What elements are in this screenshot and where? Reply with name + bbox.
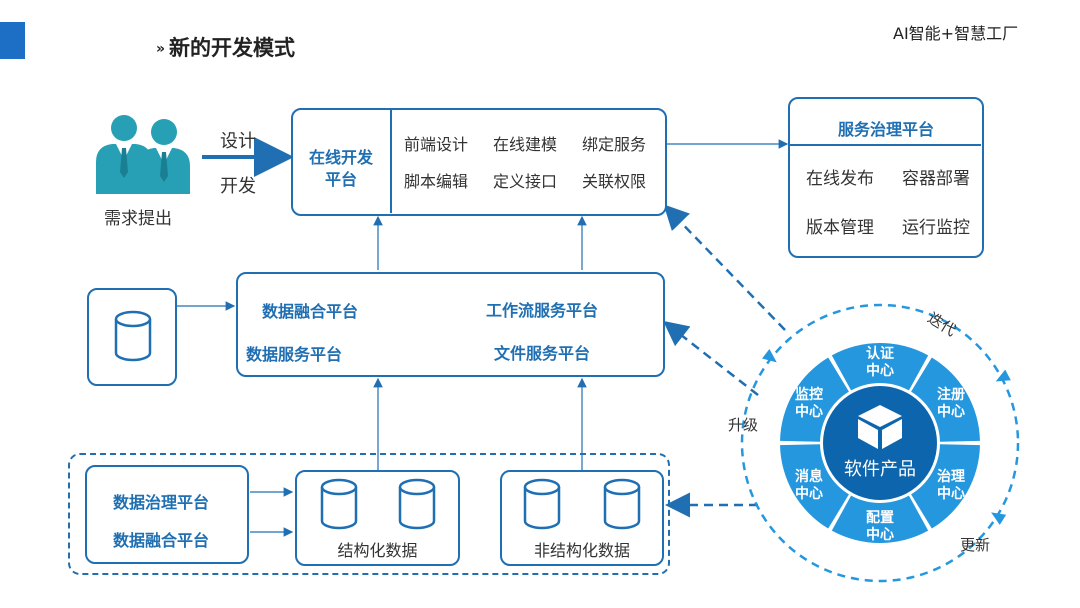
page-title: »新的开发模式 xyxy=(156,36,296,60)
online-item: 定义接口 xyxy=(493,172,558,191)
wheel-center xyxy=(823,386,937,500)
structured-data-box xyxy=(295,470,460,566)
wheel-segment-label: 中心 xyxy=(866,362,894,379)
cube-icon xyxy=(858,405,902,449)
wheel-segment xyxy=(911,444,980,529)
data-layer-container xyxy=(68,453,670,575)
ring-arrow xyxy=(762,349,777,363)
online-item: 关联权限 xyxy=(582,172,647,191)
database-icon xyxy=(398,478,436,530)
wheel-segment xyxy=(831,495,929,543)
online-item: 在线建模 xyxy=(493,135,558,154)
wheel-segment-label: 配置 xyxy=(866,509,894,526)
middle-item: 数据服务平台 xyxy=(246,345,343,364)
wheel-segment xyxy=(780,357,849,442)
governance-item: 运行监控 xyxy=(902,218,970,238)
wheel-segment-label: 治理 xyxy=(937,468,965,485)
governance-item: 版本管理 xyxy=(806,218,874,238)
data-governance-item: 数据治理平台 xyxy=(113,493,210,512)
data-governance-box xyxy=(85,465,249,564)
wheel-segment-label: 消息 xyxy=(795,468,823,485)
divider xyxy=(390,110,392,213)
arrow-label-design: 设计 xyxy=(220,131,256,152)
middle-item: 文件服务平台 xyxy=(494,344,591,363)
ring-arrow xyxy=(995,369,1011,382)
wheel-segment xyxy=(831,342,929,391)
online-item: 绑定服务 xyxy=(582,135,647,154)
update-label: 更新 xyxy=(960,536,991,554)
wheel-segment-label: 中心 xyxy=(937,485,965,502)
online-platform-title-line2: 平台 xyxy=(324,170,357,189)
brand-text: AI智能+智慧工厂 xyxy=(893,24,1019,43)
people-icon xyxy=(94,112,190,196)
wheel-segment-label: 中心 xyxy=(937,403,965,420)
requirement-label: 需求提出 xyxy=(104,209,172,229)
upgrade-label: 升级 xyxy=(728,416,759,434)
wheel-segment-label: 中心 xyxy=(795,403,823,420)
unstructured-data-label: 非结构化数据 xyxy=(533,541,630,560)
service-governance-platform xyxy=(788,97,984,258)
online-dev-platform xyxy=(291,108,667,216)
wheel-segment-label: 中心 xyxy=(866,526,894,543)
database-icon xyxy=(320,478,358,530)
governance-item: 容器部署 xyxy=(902,169,970,189)
database-icon xyxy=(523,478,561,530)
structured-data-label: 结构化数据 xyxy=(337,541,418,560)
governance-item: 在线发布 xyxy=(806,169,874,189)
wheel-outer-ring xyxy=(740,303,1020,583)
online-platform-title-line1: 在线开发 xyxy=(308,148,373,167)
accent-square xyxy=(0,22,25,59)
database-icon xyxy=(603,478,641,530)
arrow-label-develop: 开发 xyxy=(220,176,256,197)
wheel-segment-label: 注册 xyxy=(937,386,965,403)
middle-item: 工作流服务平台 xyxy=(486,301,599,320)
database-box xyxy=(87,288,177,386)
online-item: 前端设计 xyxy=(404,135,469,154)
unstructured-data-box xyxy=(500,470,664,566)
wheel-segment xyxy=(911,357,980,442)
middle-item: 数据融合平台 xyxy=(262,302,359,321)
wheel-segment-label: 认证 xyxy=(866,345,894,362)
database-icon xyxy=(114,310,152,362)
wheel-segment-label: 中心 xyxy=(795,485,823,502)
ring-arrow xyxy=(991,512,1007,525)
middle-platform xyxy=(236,272,665,377)
online-item: 脚本编辑 xyxy=(404,172,469,191)
wheel-segment-label: 监控 xyxy=(795,386,823,403)
data-governance-item: 数据融合平台 xyxy=(113,531,210,550)
service-governance-title: 服务治理平台 xyxy=(837,120,934,139)
divider xyxy=(790,144,981,146)
wheel-segment xyxy=(780,444,849,529)
wheel-center-label: 软件产品 xyxy=(844,459,916,480)
